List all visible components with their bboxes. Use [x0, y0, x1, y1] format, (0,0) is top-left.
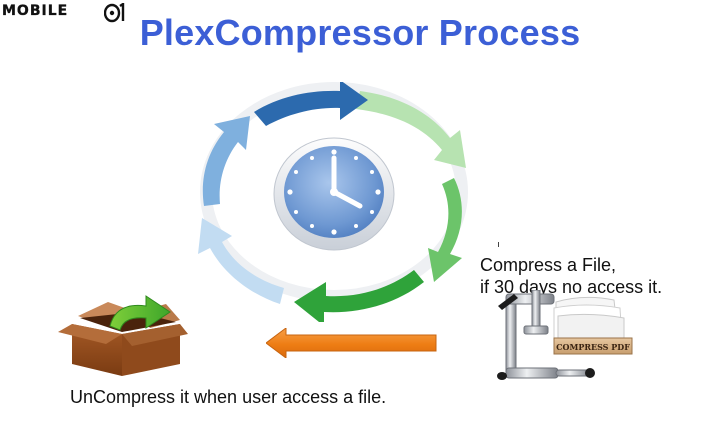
compress-caption-line1: Compress a File,: [480, 255, 617, 275]
cycle-arrow-right: [428, 178, 462, 282]
cycle-arrow-bottom-left: [198, 218, 284, 304]
compress-pdf-text: COMPRESS PDF: [556, 342, 630, 352]
uncompress-caption: UnCompress it when user access a file.: [70, 387, 387, 407]
page-title: PlexCompressor Process: [139, 12, 581, 53]
process-cycle-diagram: [198, 82, 468, 322]
open-box-icon: [58, 295, 188, 376]
site-logo: MOBILE: [2, 3, 126, 23]
compress-pdf-block: [553, 337, 633, 355]
logo-text: MOBILE: [2, 3, 69, 19]
mobile01-01-icon: [104, 3, 125, 23]
cycle-arrow-bottom-right: [294, 270, 424, 322]
cycle-arrow-left: [202, 116, 250, 206]
compress-caption-line2: if 30 days no access it.: [480, 277, 663, 297]
compress-clamp-icon: COMPRESS PDF: [497, 290, 633, 380]
clock-icon: [273, 137, 395, 251]
uncompress-arrow: [266, 328, 437, 358]
green-arrow-icon: [109, 295, 171, 331]
cycle-arrow-top-left: [254, 82, 368, 126]
compress-caption: Compress a File, if 30 days no access it…: [480, 254, 662, 298]
cycle-arrow-top-right: [356, 91, 466, 168]
divider-tick: [498, 242, 499, 247]
